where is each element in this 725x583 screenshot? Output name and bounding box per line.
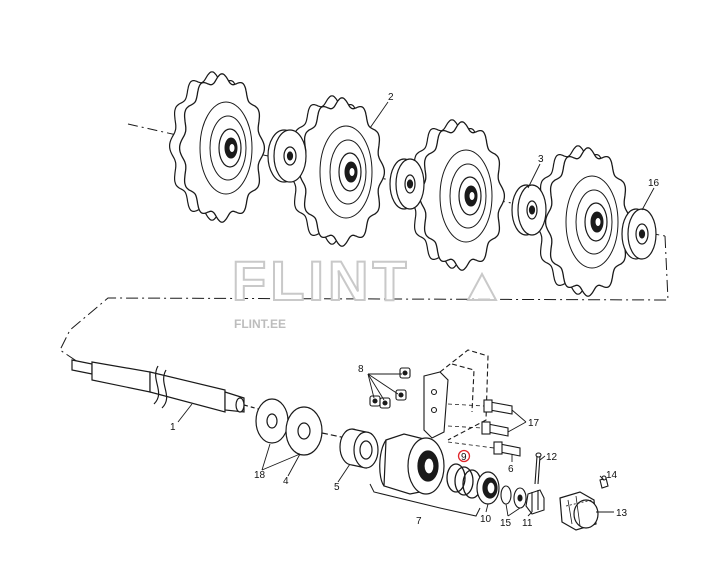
leader-lines xyxy=(177,101,655,517)
callout-10: 10 xyxy=(480,514,492,525)
callout-14: 14 xyxy=(606,470,618,481)
spacer-washer xyxy=(511,184,547,236)
cotter-pin xyxy=(534,452,542,485)
hub-cap xyxy=(559,491,599,531)
hex-nuts xyxy=(369,367,411,409)
callout-16: 16 xyxy=(648,178,660,189)
callout-3: 3 xyxy=(538,154,544,165)
assembly-connector-line xyxy=(59,235,669,363)
spacer-washers-upper xyxy=(267,129,657,260)
spacer-washer xyxy=(389,158,425,210)
spacer-washer xyxy=(267,129,307,183)
callout-12: 12 xyxy=(546,452,558,463)
callout-17: 17 xyxy=(528,418,540,429)
grease-nipple xyxy=(599,475,609,489)
svg-text:FLINT.EE: FLINT.EE xyxy=(234,317,286,331)
callout-18: 18 xyxy=(254,470,266,481)
callout-4: 4 xyxy=(283,476,289,487)
callout-13: 13 xyxy=(616,508,628,519)
ball-bearing xyxy=(476,471,500,505)
callout-15: 15 xyxy=(500,518,512,529)
callout-1: 1 xyxy=(170,422,176,433)
svg-text:FLINT: FLINT xyxy=(232,249,411,312)
callout-5: 5 xyxy=(334,482,340,493)
axle-shaft xyxy=(71,359,263,413)
callout-6: 6 xyxy=(508,464,514,475)
press-wheel xyxy=(408,119,506,271)
press-wheel xyxy=(288,95,386,247)
small-washers xyxy=(500,485,527,509)
bearing-housing xyxy=(379,433,445,495)
callout-8: 8 xyxy=(358,364,364,375)
end-cap xyxy=(621,208,657,260)
bolt-phantom-lines xyxy=(447,403,495,449)
mounting-bracket xyxy=(423,349,489,441)
washer-pair xyxy=(255,398,347,456)
flint-watermark: FLINT FLINT.EE xyxy=(231,248,498,331)
part-callouts: 2 3 16 1 18 4 5 8 17 6 9 12 14 13 10 15 … xyxy=(170,92,660,529)
callout-9: 9 xyxy=(461,452,467,463)
group-bracket-line xyxy=(369,483,481,517)
press-wheel xyxy=(534,145,632,297)
callout-2: 2 xyxy=(388,92,394,103)
callout-11: 11 xyxy=(522,518,533,529)
highlight-marker-circle xyxy=(457,449,471,463)
press-wheel xyxy=(168,71,266,223)
callout-7: 7 xyxy=(416,516,422,527)
castle-nut xyxy=(525,489,545,515)
press-wheel-group xyxy=(168,71,632,297)
hub-flange xyxy=(339,428,379,469)
seal-rings xyxy=(446,463,482,499)
